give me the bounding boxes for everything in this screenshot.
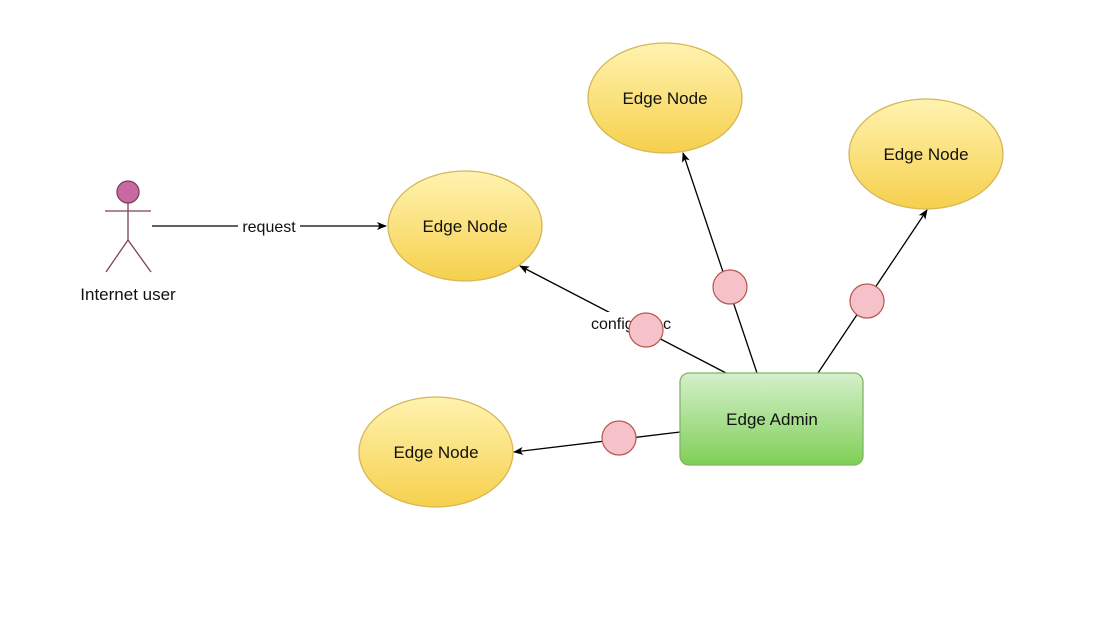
port-bottom-node[interactable] — [601, 420, 637, 456]
edge-admin-to-top-node — [682, 152, 758, 374]
edge-node-bottom-label: Edge Node — [393, 443, 478, 462]
edge-node-right[interactable]: Edge Node — [848, 98, 1004, 210]
edge-admin-label: Edge Admin — [726, 410, 818, 429]
edge-node-top[interactable]: Edge Node — [587, 42, 743, 154]
actor-right-leg — [127, 239, 152, 273]
edge-request-label: request — [242, 219, 296, 236]
actor-internet-user[interactable]: Internet user — [80, 180, 176, 304]
edge-node-top-label: Edge Node — [622, 89, 707, 108]
actor-head — [116, 180, 140, 204]
port-config-sync[interactable] — [628, 312, 664, 348]
actor-left-leg — [105, 239, 129, 273]
edge-request-label-bg — [238, 215, 300, 237]
edge-node-left-label: Edge Node — [422, 217, 507, 236]
edge-node-left[interactable]: Edge Node — [387, 170, 543, 282]
edge-node-right-label: Edge Node — [883, 145, 968, 164]
edge-admin-to-bottom-node — [513, 431, 681, 455]
edge-node-bottom[interactable]: Edge Node — [358, 396, 514, 508]
edge-admin[interactable]: Edge Admin — [679, 372, 864, 466]
port-top-node[interactable] — [712, 269, 748, 305]
port-right-node[interactable] — [849, 283, 885, 319]
actor-label: Internet user — [80, 285, 176, 304]
